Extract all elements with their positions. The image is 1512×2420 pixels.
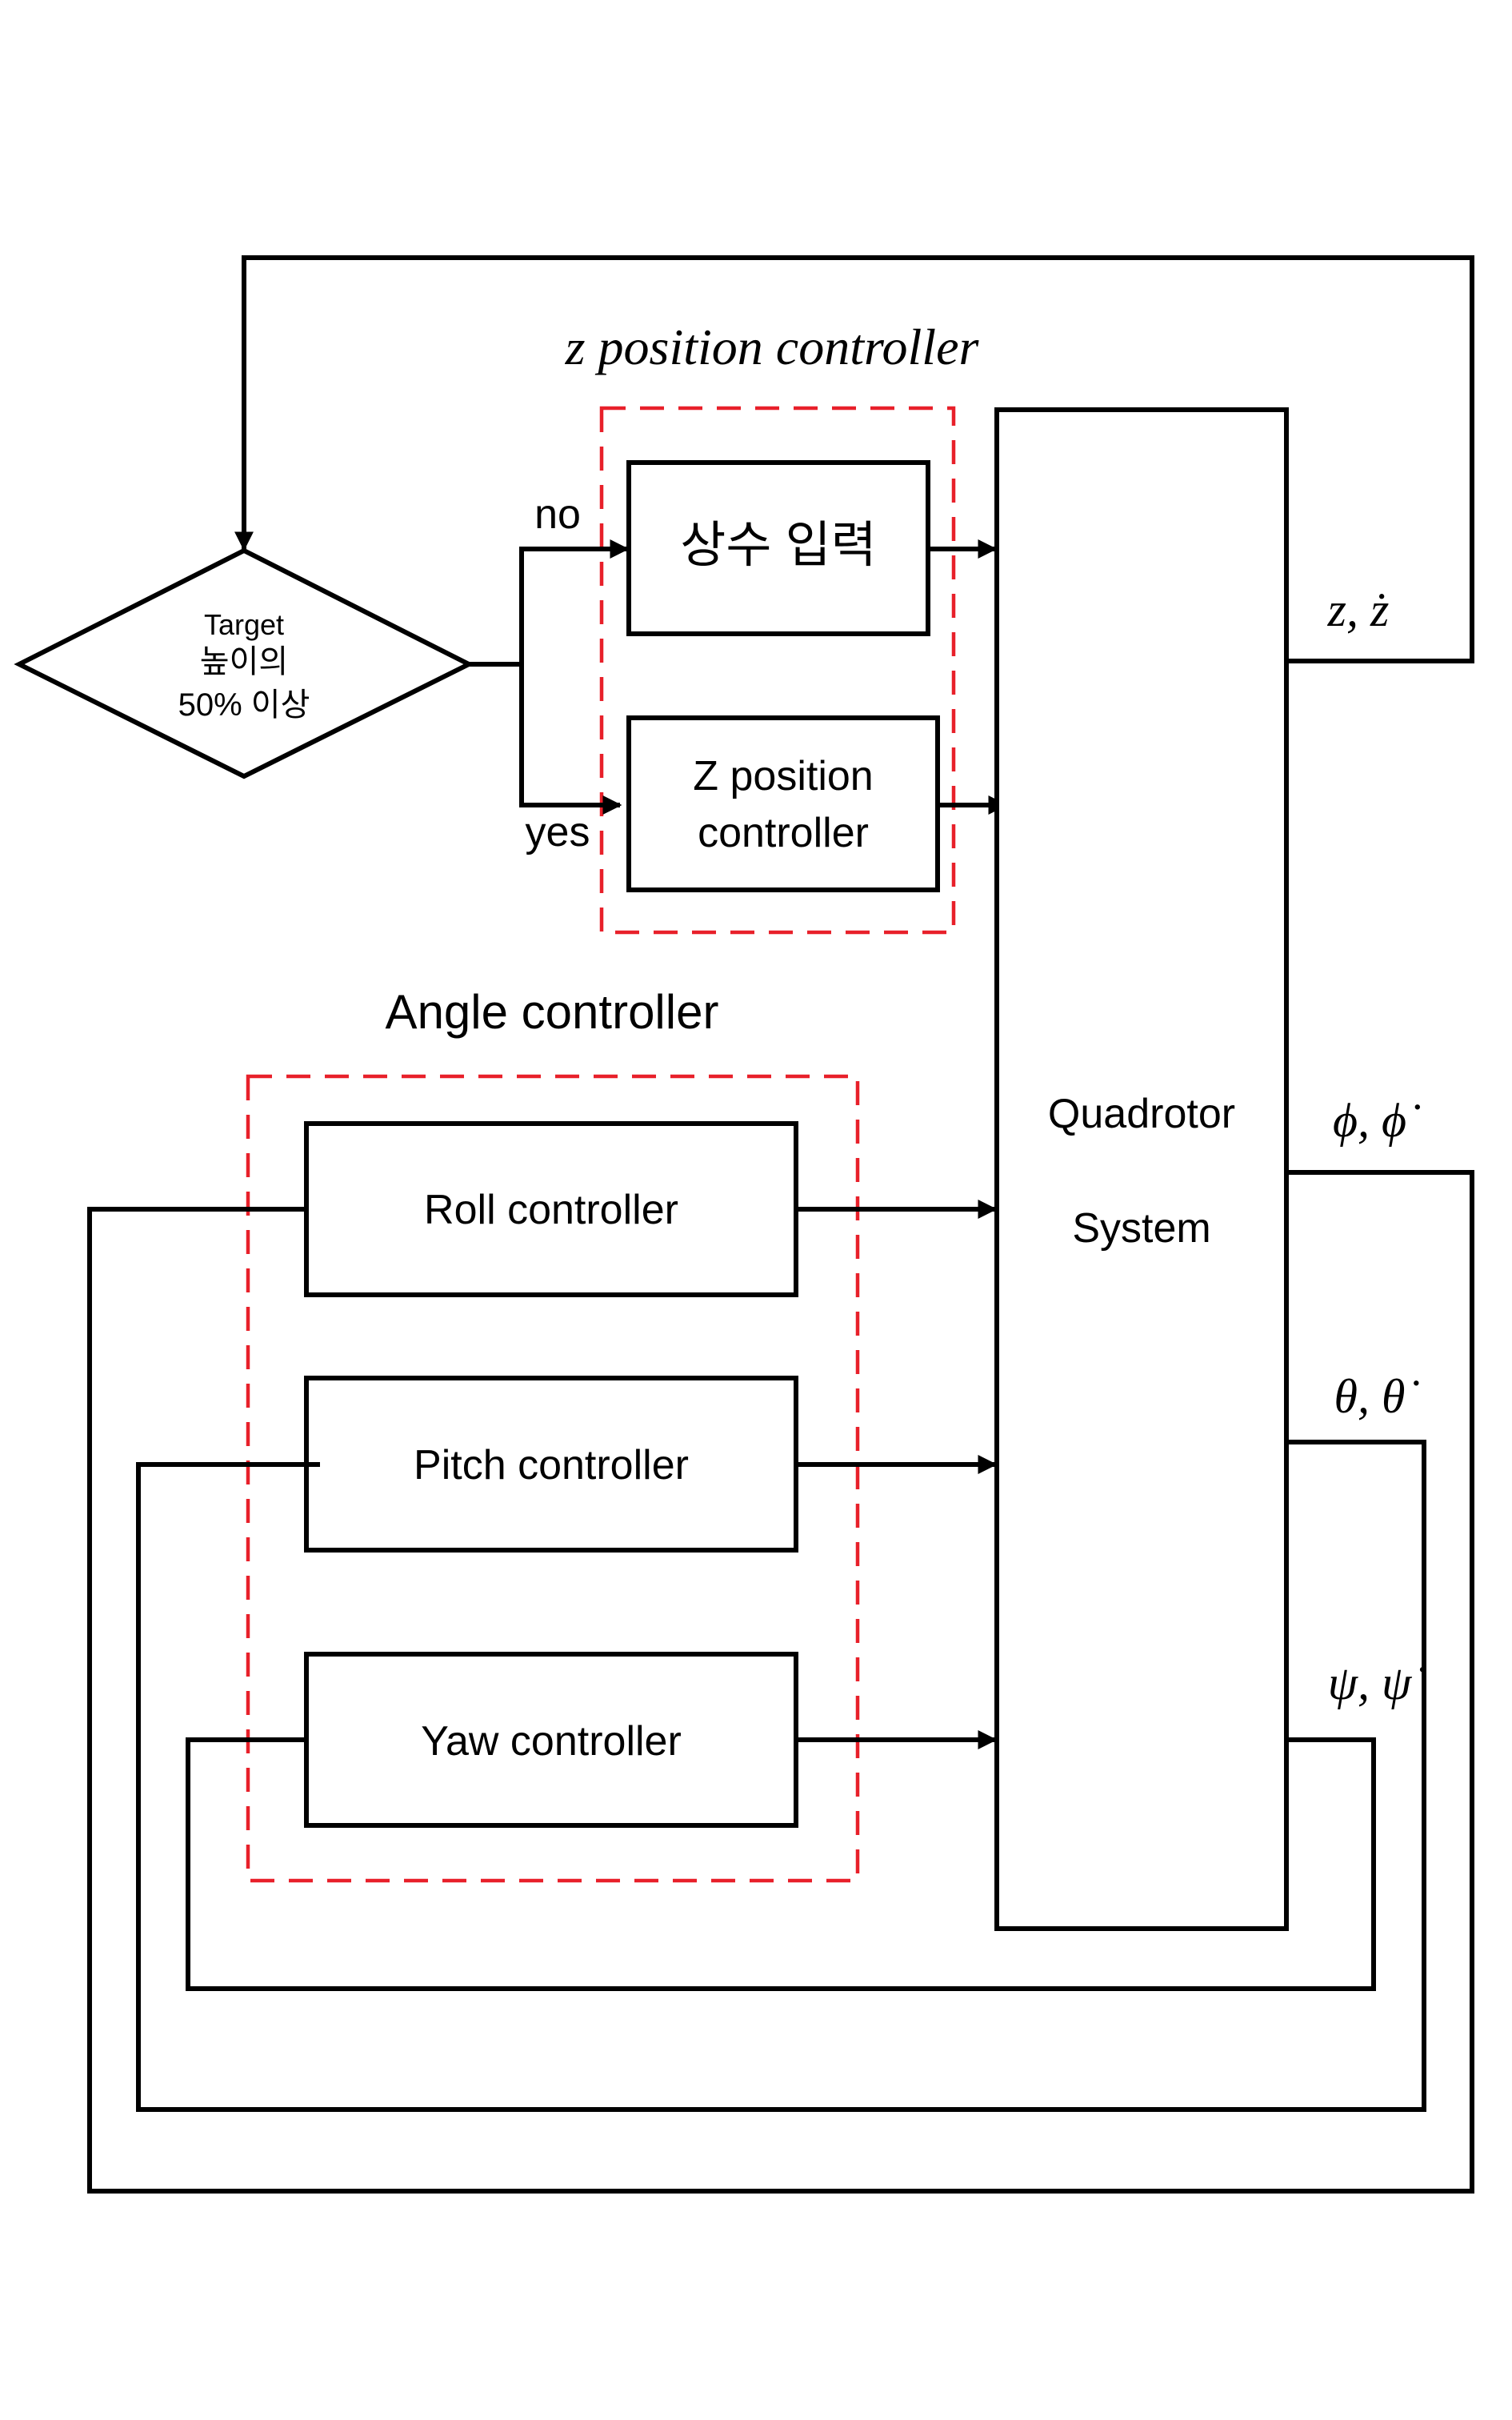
z-output-label: z, ż: [1327, 583, 1390, 636]
z-position-controller-label-line2: controller: [698, 810, 869, 856]
decision-label-line2: 높이의: [200, 644, 288, 679]
quadrotor-system-block: [994, 407, 1289, 1931]
angle-group-border: [246, 1074, 860, 1883]
branch-yes-wire: [519, 664, 622, 815]
phi-feedback-wire: [87, 1170, 1474, 2194]
z-feedback-wire: [234, 255, 1474, 663]
yaw-controller-label: Yaw controller: [421, 1718, 682, 1765]
z-position-group-border: [599, 406, 956, 935]
theta-feedback-wire: [136, 1440, 1426, 2112]
z-position-group-title: z position controller: [565, 319, 980, 375]
phi-output-label: ϕ, ϕ̇: [1333, 1094, 1420, 1147]
constant-input-block: [626, 460, 930, 636]
pitch-controller-label: Pitch controller: [414, 1442, 689, 1488]
decision-label-line3: 50% 이상: [178, 687, 310, 723]
quadrotor-system-label-line2: System: [1072, 1205, 1210, 1252]
quadrotor-system-label-line1: Quadrotor: [1048, 1091, 1235, 1137]
pitch-controller-block: [304, 1376, 798, 1553]
branch-no-wire: [519, 539, 630, 664]
psi-output-label: ψ, ψ̇: [1328, 1657, 1426, 1709]
z-position-controller-block: [626, 715, 940, 892]
angle-group-title: Angle controller: [386, 985, 719, 1039]
roll-controller-label: Roll controller: [424, 1187, 678, 1233]
branch-yes-label: yes: [526, 809, 590, 855]
theta-output-label: θ, θ̇: [1334, 1370, 1419, 1423]
constant-input-label: 상수 입력: [680, 518, 876, 573]
branch-no-label: no: [534, 491, 581, 538]
psi-feedback-wire: [186, 1737, 1376, 1991]
decision-label-line1: Target: [204, 608, 284, 641]
z-position-controller-label-line1: Z position: [693, 753, 873, 799]
